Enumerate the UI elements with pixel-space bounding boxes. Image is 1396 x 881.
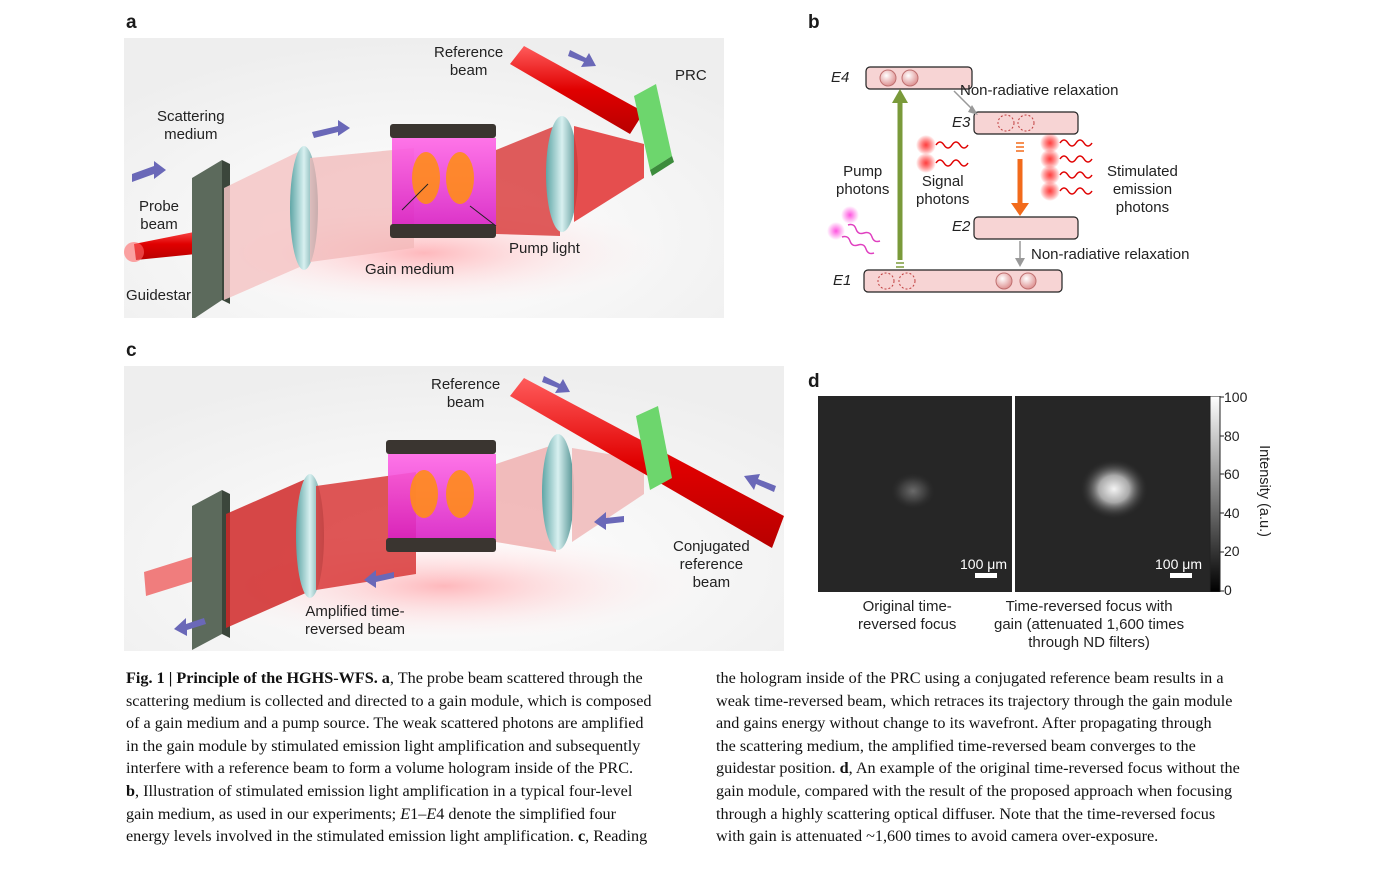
caption-line: and gains energy without change to its w… [716, 712, 1396, 735]
label-pump-light: Pump light [509, 240, 580, 257]
caption-line: guidestar position. d, An example of the… [716, 757, 1396, 780]
scale-bar-label-left: 100 μm [960, 556, 1007, 572]
caption-segment: E [426, 804, 437, 823]
colorbar-tick-0: 0 [1224, 582, 1232, 598]
caption-column-1: Fig. 1 | Principle of the HGHS-WFS. a, T… [126, 667, 706, 848]
label-gain-medium: Gain medium [365, 261, 455, 278]
colorbar-tick-60: 60 [1224, 466, 1240, 482]
caption-line: with gain is attenuated ~1,600 times to … [716, 825, 1396, 848]
caption-segment: scattering medium is collected and direc… [126, 691, 652, 710]
caption-line: gain module, compared with the result of… [716, 780, 1396, 803]
caption-line: through a highly scattering optical diff… [716, 803, 1396, 826]
panel-c-illustration [124, 366, 784, 651]
caption-segment: and gains energy without change to its w… [716, 714, 1212, 733]
panel-c-letter: c [126, 340, 137, 361]
label-pump-photons: Pump photons [836, 163, 890, 198]
caption-segment: gain module, compared with the result of… [716, 781, 1233, 800]
scale-bar-left [975, 573, 997, 578]
label-e2: E2 [952, 218, 971, 235]
caption-segment: 1– [410, 804, 427, 823]
caption-segment: interfere with a reference beam to form … [126, 759, 634, 778]
label-probe-beam: Probe beam [139, 198, 180, 233]
caption-line: energy levels involved in the stimulated… [126, 825, 706, 848]
caption-line: weak time-reversed beam, which retraces … [716, 690, 1396, 713]
caption-line: of a gain medium and a pump source. The … [126, 712, 706, 735]
label-guidestar: Guidestar [126, 287, 192, 304]
label-reference-beam-c: Reference beam [431, 376, 501, 411]
caption-segment: with gain is attenuated ~1,600 times to … [716, 827, 1159, 846]
caption-segment: the hologram inside of the PRC using a c… [716, 669, 1224, 687]
caption-line: interfere with a reference beam to form … [126, 757, 706, 780]
panel-a-illustration [124, 38, 724, 318]
label-signal-photons: Signal photons [916, 173, 970, 208]
caption-line: scattering medium is collected and direc… [126, 690, 706, 713]
label-prc: PRC [675, 67, 707, 84]
intensity-colorbar [1209, 396, 1224, 592]
caption-line: in the gain module by stimulated emissio… [126, 735, 706, 758]
caption-segment: d [839, 759, 849, 778]
focus-images [818, 396, 1213, 592]
level-e1 [863, 269, 1063, 293]
caption-original-focus: Original time- reversed focus [858, 598, 957, 633]
caption-segment: in the gain module by stimulated emissio… [126, 736, 641, 755]
caption-segment: , The probe beam scattered through the [389, 669, 643, 687]
caption-segment: 4 denote the simplified four [436, 804, 617, 823]
level-e2 [973, 216, 1079, 240]
energy-level-diagram [827, 66, 1093, 293]
label-nonrad-bottom: Non-radiative relaxation [1031, 246, 1190, 263]
caption-segment: , Illustration of stimulated emission li… [135, 781, 633, 800]
label-e3: E3 [952, 114, 971, 131]
label-nonrad-top: Non-radiative relaxation [960, 82, 1119, 99]
caption-segment: Fig. 1 | Principle of the HGHS-WFS. a [126, 669, 390, 687]
panel-b-letter: b [808, 12, 820, 33]
caption-segment: gain medium, as used in our experiments; [126, 804, 401, 823]
caption-segment: weak time-reversed beam, which retraces … [716, 691, 1233, 710]
colorbar-tick-80: 80 [1224, 428, 1240, 444]
caption-segment: E [400, 804, 411, 823]
label-stimulated-photons: Stimulated emission photons [1107, 163, 1178, 216]
colorbar-tick-100: 100 [1224, 389, 1248, 405]
caption-segment: guidestar position. [716, 759, 840, 778]
caption-segment: of a gain medium and a pump source. The … [126, 714, 644, 733]
caption-column-2: the hologram inside of the PRC using a c… [716, 667, 1396, 848]
caption-gain-focus: Time-reversed focus with gain (attenuate… [994, 598, 1185, 651]
caption-line: Fig. 1 | Principle of the HGHS-WFS. a, T… [126, 667, 706, 690]
scale-bar-right [1170, 573, 1192, 578]
label-e1: E1 [833, 272, 852, 289]
caption-segment: energy levels involved in the stimulated… [126, 827, 578, 846]
panel-d-letter: d [808, 371, 820, 392]
caption-line: gain medium, as used in our experiments;… [126, 803, 706, 826]
level-e3 [973, 111, 1079, 135]
caption-segment: c [577, 827, 586, 846]
label-scattering-medium: Scattering medium [157, 108, 225, 143]
caption-line: the hologram inside of the PRC using a c… [716, 667, 1396, 690]
caption-line: the scattering medium, the amplified tim… [716, 735, 1396, 758]
label-amplified-time-reversed: Amplified time- reversed beam [305, 603, 406, 638]
panel-a-letter: a [126, 12, 137, 33]
colorbar-tick-20: 20 [1224, 543, 1240, 559]
scale-bar-label-right: 100 μm [1155, 556, 1202, 572]
label-conjugated-reference-beam: Conjugated reference beam [673, 538, 750, 591]
label-e4: E4 [831, 69, 850, 86]
caption-segment: the scattering medium, the amplified tim… [716, 736, 1196, 755]
caption-segment: through a highly scattering optical diff… [716, 804, 1216, 823]
caption-segment: , An example of the original time-revers… [848, 759, 1240, 778]
colorbar-label: Intensity (a.u.) [1255, 445, 1272, 537]
caption-line: b, Illustration of stimulated emission l… [126, 780, 706, 803]
colorbar-tick-40: 40 [1224, 505, 1240, 521]
caption-segment: , Reading [585, 827, 648, 846]
label-reference-beam-a: Reference beam [434, 44, 504, 79]
caption-segment: b [126, 781, 136, 800]
